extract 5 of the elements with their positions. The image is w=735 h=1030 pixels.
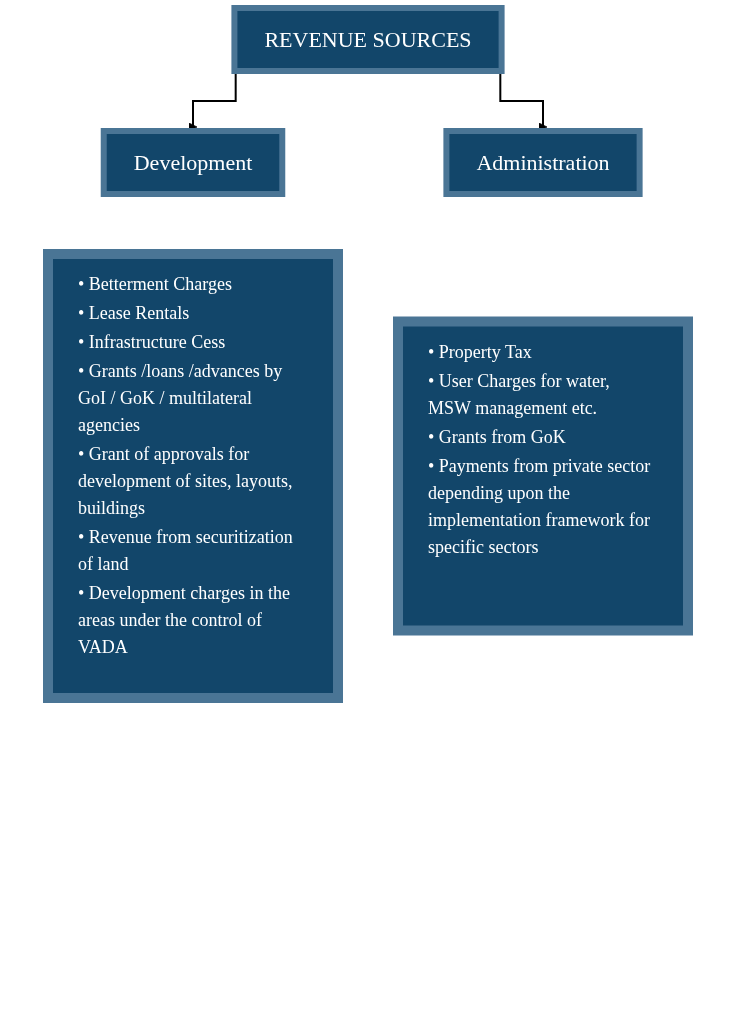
node-box: • Property Tax • User Charges for water, MSW management etc. • Grants from GoK • Payments from private sector depending upon the implementation framework for specific sectors (392, 316, 693, 636)
node-box: Administration (442, 128, 643, 197)
node-box: REVENUE SOURCES (230, 5, 505, 74)
node-box: Development (100, 128, 285, 197)
node-box: • Betterment Charges • Lease Rentals • Infrastructure Cess • Grants /loans /advances by GoI / GoK / multilateral agencies • Grant of approvals for development of sites, layouts, buildings • Revenue from securitization of land • Development charges in the areas under the control of VADA (42, 249, 343, 703)
